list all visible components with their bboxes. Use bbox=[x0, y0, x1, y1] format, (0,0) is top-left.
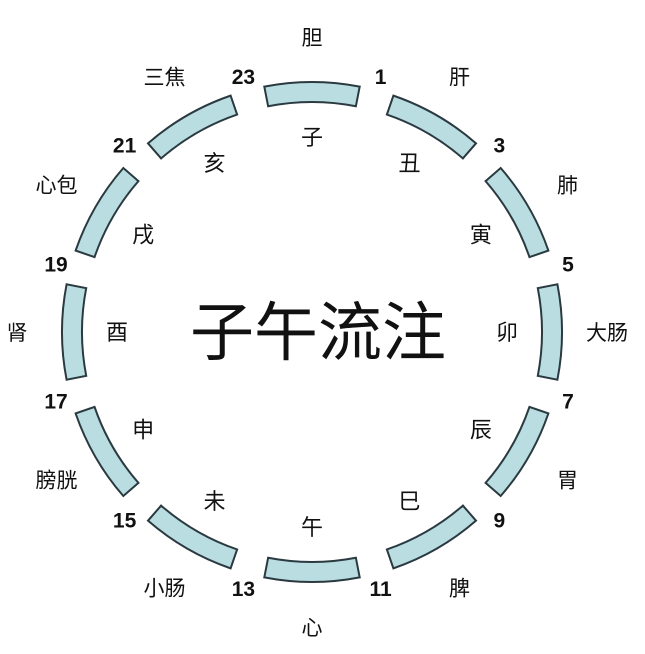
segment-arc bbox=[484, 405, 550, 498]
organ-label: 小肠 bbox=[144, 576, 186, 600]
organ-label: 脾 bbox=[449, 576, 470, 600]
earthly-branch-label: 卯 bbox=[496, 321, 518, 346]
organ-label: 心 bbox=[302, 616, 323, 640]
hour-label: 19 bbox=[44, 253, 67, 276]
hour-label: 5 bbox=[562, 253, 574, 276]
segment-arc bbox=[263, 556, 361, 583]
hour-label: 17 bbox=[44, 391, 67, 414]
hour-label: 9 bbox=[494, 509, 506, 532]
segment-arc bbox=[61, 283, 88, 381]
hour-label: 7 bbox=[562, 391, 574, 414]
segment-arc bbox=[385, 504, 478, 570]
segment-arcs bbox=[61, 81, 563, 583]
segment-arc bbox=[536, 283, 563, 381]
earthly-branch-label: 未 bbox=[203, 490, 225, 515]
earthly-branch-label: 子 bbox=[301, 126, 323, 151]
earthly-branch-label: 巳 bbox=[398, 490, 420, 515]
hour-label: 11 bbox=[369, 578, 392, 601]
organ-label: 肝 bbox=[449, 66, 470, 90]
hour-label: 13 bbox=[232, 578, 255, 601]
segment-arc bbox=[74, 166, 140, 259]
earthly-branch-label: 戌 bbox=[132, 224, 154, 249]
segment-arc bbox=[74, 405, 140, 498]
hour-label: 15 bbox=[113, 509, 137, 532]
organ-label: 大肠 bbox=[586, 321, 628, 345]
segment-arc bbox=[146, 504, 239, 570]
earthly-branch-label: 寅 bbox=[470, 224, 492, 249]
earthly-branch-label: 亥 bbox=[203, 152, 225, 177]
organ-label: 肺 bbox=[557, 174, 578, 198]
segment-arc bbox=[484, 166, 550, 259]
segment-arc bbox=[146, 94, 239, 160]
hour-label: 21 bbox=[113, 135, 137, 158]
hour-label: 3 bbox=[494, 135, 506, 158]
organ-label: 肾 bbox=[7, 321, 28, 345]
organ-label: 胃 bbox=[557, 469, 578, 493]
segment-arc bbox=[263, 81, 361, 108]
hour-label: 1 bbox=[375, 66, 387, 89]
earthly-branch-label: 辰 bbox=[470, 419, 492, 444]
hour-label: 23 bbox=[232, 66, 255, 89]
earthly-branch-label: 申 bbox=[132, 419, 154, 444]
diagram-title: 子午流注 bbox=[190, 297, 446, 371]
earthly-branch-label: 丑 bbox=[398, 152, 420, 177]
segment-arc bbox=[385, 94, 478, 160]
organ-label: 三焦 bbox=[144, 66, 186, 90]
earthly-branch-label: 酉 bbox=[106, 321, 128, 346]
organ-label: 膀胱 bbox=[36, 469, 78, 493]
organ-label: 心包 bbox=[36, 174, 78, 198]
earthly-branch-label: 午 bbox=[301, 516, 323, 541]
organ-label: 胆 bbox=[302, 26, 323, 50]
